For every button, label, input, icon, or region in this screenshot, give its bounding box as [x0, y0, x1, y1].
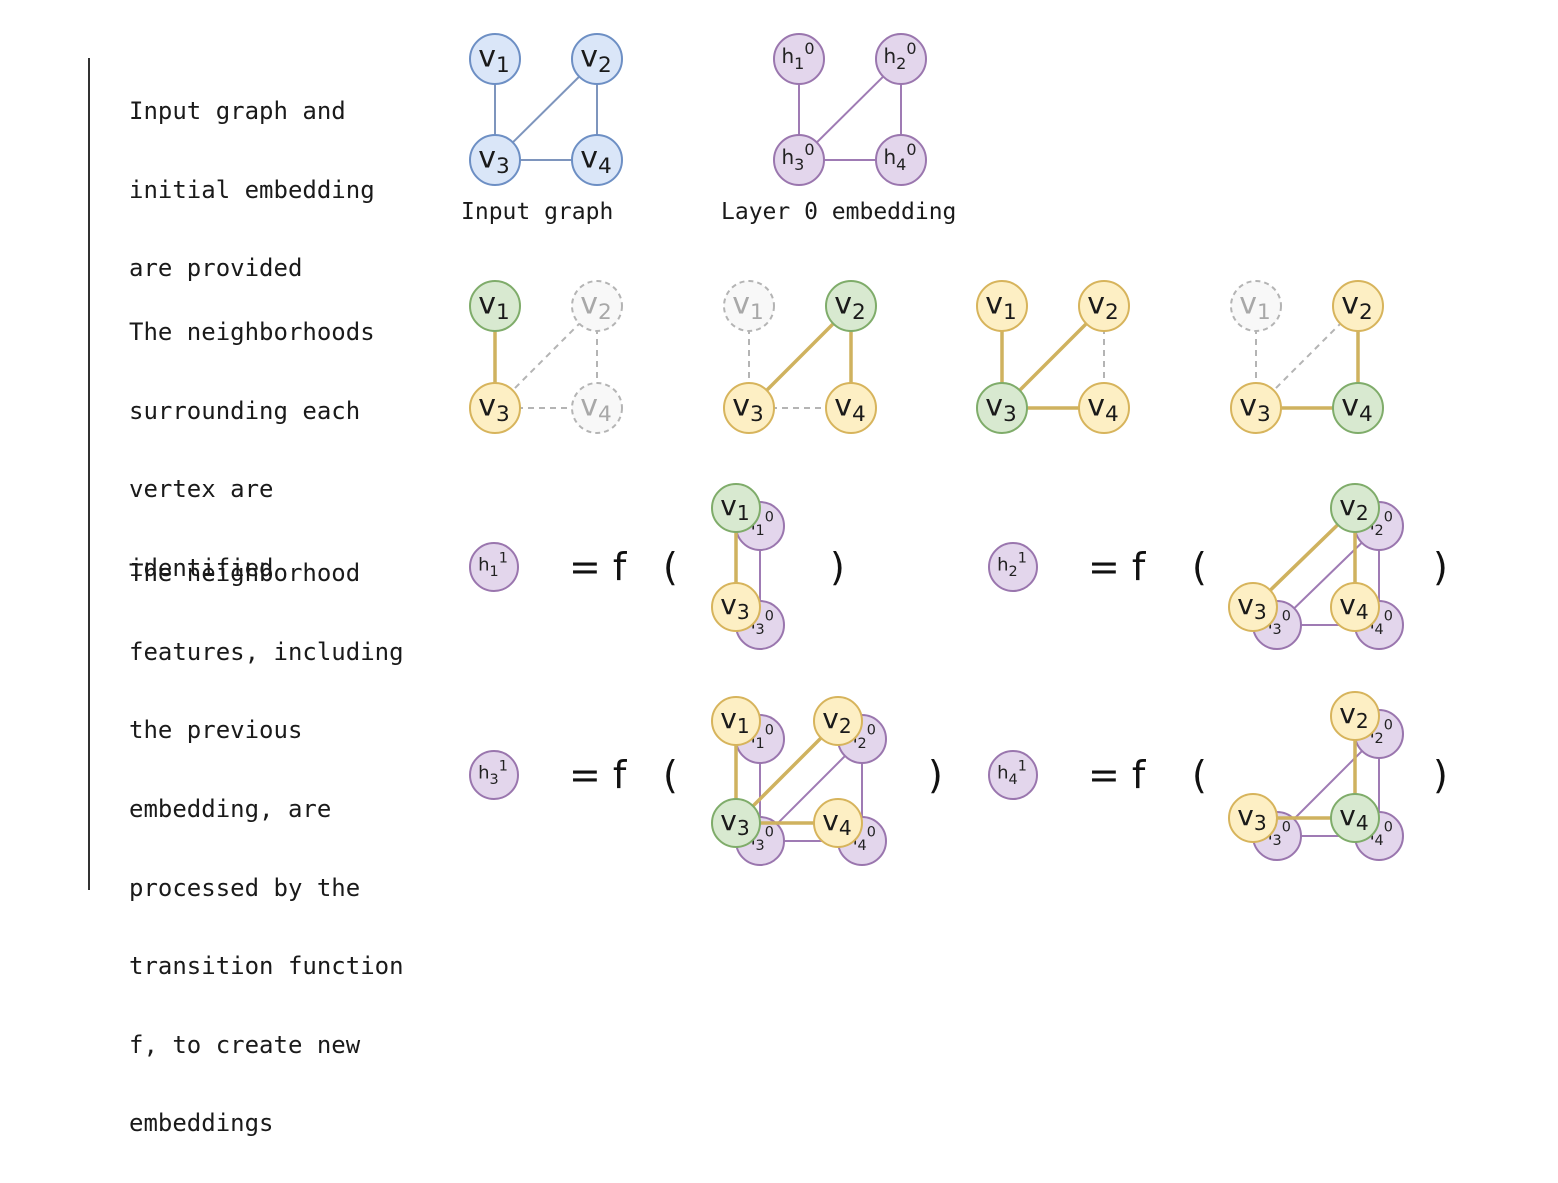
new-embedding-h2	[988, 542, 1038, 592]
neighbor-vertex-v3	[723, 382, 775, 434]
input-vertex-v4	[571, 134, 623, 186]
close-parenthesis: )	[830, 545, 845, 589]
desc-line: features, including	[129, 637, 404, 666]
neighbor-vertex-v4	[1078, 382, 1130, 434]
neighbor-vertex-v3	[1228, 793, 1278, 843]
desc-line: embedding, are	[129, 795, 332, 824]
neighbor-vertex-v3	[1230, 382, 1282, 434]
neighbor-vertex-v2	[1078, 280, 1130, 332]
center-vertex-v3	[976, 382, 1028, 434]
input-vertex-v1	[469, 33, 521, 85]
inactive-vertex-v1	[723, 280, 775, 332]
neighbor-vertex-v1	[976, 280, 1028, 332]
open-parenthesis: (	[1192, 545, 1207, 589]
desc-line: transition function	[129, 952, 404, 981]
inactive-vertex-v2	[571, 280, 623, 332]
equals-f-symbol: = f	[1088, 753, 1147, 797]
vertex-label: v4	[1339, 799, 1368, 835]
desc-line: the previous	[129, 716, 303, 745]
equals-f-symbol: = f	[1088, 545, 1147, 589]
desc-line: f, to create new	[129, 1030, 361, 1059]
open-parenthesis: (	[663, 753, 678, 797]
neighbor-vertex-v4	[1330, 582, 1380, 632]
center-vertex-v3	[711, 798, 761, 848]
neighbor-vertex-v4	[825, 382, 877, 434]
open-parenthesis: (	[1192, 753, 1207, 797]
desc-line: The neighborhood	[129, 559, 361, 588]
equals-f-symbol: = f	[569, 753, 628, 797]
center-vertex-v4	[1330, 793, 1380, 843]
desc-line: Input graph and	[129, 97, 346, 126]
desc-line: initial embedding	[129, 175, 375, 204]
desc-line: surrounding each	[129, 396, 361, 425]
desc-line: identified	[129, 554, 274, 583]
neighbor-vertex-v2	[813, 696, 863, 746]
desc-line: are provided	[129, 254, 303, 283]
embedding-node-h3	[773, 134, 825, 186]
vertex-label: v1	[720, 489, 749, 525]
input-graph-caption: Input graph	[461, 199, 614, 225]
neighbor-vertex-v4	[813, 798, 863, 848]
left-divider-line	[88, 58, 90, 890]
neighbor-vertex-v3	[1228, 582, 1278, 632]
equals-f-symbol: = f	[569, 545, 628, 589]
close-parenthesis: )	[1433, 545, 1448, 589]
embedding-node-h1	[773, 33, 825, 85]
desc-line: vertex are	[129, 475, 274, 504]
center-vertex-v1	[711, 483, 761, 533]
desc-line: The neighborhoods	[129, 318, 375, 347]
neighbor-vertex-v1	[711, 696, 761, 746]
desc-line: embeddings	[129, 1109, 274, 1138]
step-2-description: The neighborhoods surrounding each verte…	[129, 274, 375, 628]
embedding-node-h2	[875, 33, 927, 85]
step-1-description: Input graph and initial embedding are pr…	[129, 53, 375, 328]
inactive-vertex-v1	[1230, 280, 1282, 332]
vertex-label: v2	[1339, 489, 1368, 525]
layer0-embedding-caption: Layer 0 embedding	[721, 199, 957, 225]
input-vertex-v2	[571, 33, 623, 85]
input-vertex-v3	[469, 134, 521, 186]
neighbor-vertex-v3	[711, 582, 761, 632]
neighbor-vertex-v2	[1332, 280, 1384, 332]
vertex-label: v4	[1087, 389, 1119, 427]
close-parenthesis: )	[1433, 753, 1448, 797]
center-vertex-v2	[1330, 483, 1380, 533]
inactive-vertex-v4	[571, 382, 623, 434]
new-embedding-h4	[988, 750, 1038, 800]
open-parenthesis: (	[663, 545, 678, 589]
new-embedding-h1	[469, 542, 519, 592]
center-vertex-v4	[1332, 382, 1384, 434]
close-parenthesis: )	[928, 753, 943, 797]
vertex-label: v4	[822, 804, 851, 840]
center-vertex-v1	[469, 280, 521, 332]
neighbor-vertex-v3	[469, 382, 521, 434]
center-vertex-v2	[825, 280, 877, 332]
neighbor-vertex-v2	[1330, 691, 1380, 741]
embedding-node-h4	[875, 134, 927, 186]
new-embedding-h3	[469, 750, 519, 800]
